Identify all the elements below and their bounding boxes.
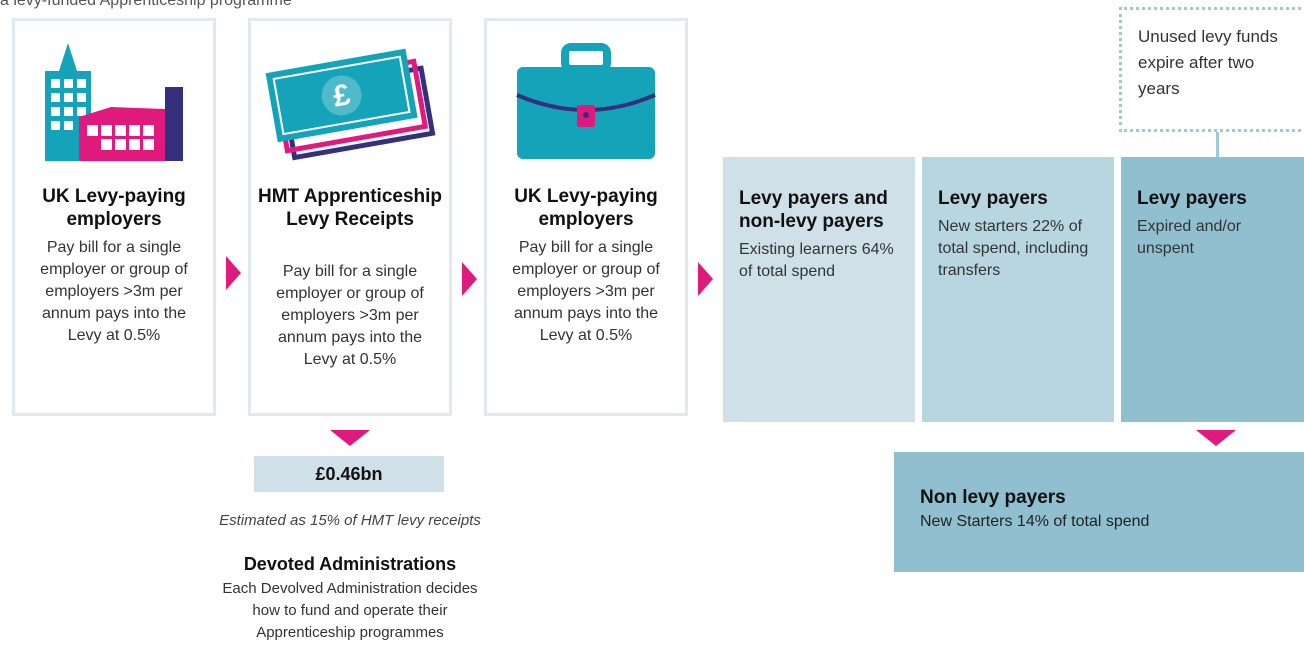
card-title: UK Levy-paying employers bbox=[42, 186, 186, 230]
arrow-down-icon bbox=[1196, 430, 1236, 446]
card-title: HMT Apprenticeship Levy Receipts bbox=[257, 186, 443, 230]
total-caption: Estimated as 15% of HMT levy receipts bbox=[219, 512, 481, 529]
panel-non-levy: Non levy payers New Starters 14% of tota… bbox=[894, 452, 1304, 572]
arrow-right-icon bbox=[462, 262, 477, 296]
card-levy-employers-2: UK Levy-paying employers Pay bill for a … bbox=[484, 18, 688, 416]
banknote-icon: £ bbox=[265, 48, 436, 161]
panel-expired: Levy payers Expired and/or unspent bbox=[1121, 157, 1304, 422]
expiry-note: Unused levy funds expire after two years bbox=[1119, 7, 1304, 132]
building-icon bbox=[45, 43, 183, 161]
expiry-note-text: Unused levy funds expire after two years bbox=[1138, 27, 1278, 98]
panel-existing-learners: Levy payers and non-levy payers Existing… bbox=[723, 157, 915, 422]
card-title: UK Levy-paying employers bbox=[514, 186, 658, 230]
devolved-body-text: Each Devolved Administration decides how… bbox=[222, 580, 478, 641]
panel-body: New Starters 14% of total spend bbox=[920, 513, 1150, 530]
card-hmt-receipts: £ HMT Apprenticeship Levy Receipts Pay b… bbox=[248, 18, 452, 416]
top-partial-caption: a levy-funded Apprenticeship programme bbox=[0, 0, 292, 9]
panel-title: Levy payers and non-levy payers bbox=[739, 188, 888, 232]
note-connector bbox=[1216, 132, 1219, 157]
panel-title: Levy payers bbox=[1137, 188, 1247, 209]
arrow-down-icon bbox=[330, 430, 370, 446]
panel-body: Expired and/or unspent bbox=[1137, 218, 1242, 257]
card-body: Pay bill for a single employer or group … bbox=[512, 239, 660, 344]
panel-body: Existing learners 64% of total spend bbox=[739, 241, 894, 280]
panel-new-starters: Levy payers New starters 22% of total sp… bbox=[922, 157, 1114, 422]
devolved-title: Devoted Administrations bbox=[243, 554, 457, 574]
arrow-right-icon bbox=[226, 256, 241, 290]
devolved-body: Each Devolved Administration decides how… bbox=[150, 578, 550, 644]
panel-title: Levy payers bbox=[938, 188, 1048, 209]
card-body: Pay bill for a single employer or group … bbox=[40, 239, 188, 344]
briefcase-icon bbox=[516, 43, 656, 159]
panel-title: Non levy payers bbox=[920, 487, 1066, 508]
card-levy-employers: UK Levy-paying employers Pay bill for a … bbox=[12, 18, 216, 416]
svg-text:£: £ bbox=[331, 78, 353, 113]
arrow-right-icon bbox=[698, 262, 713, 296]
levy-total-badge: £0.46bn bbox=[254, 456, 444, 492]
panel-body: New starters 22% of total spend, includi… bbox=[938, 218, 1089, 279]
card-body: Pay bill for a single employer or group … bbox=[276, 263, 424, 368]
